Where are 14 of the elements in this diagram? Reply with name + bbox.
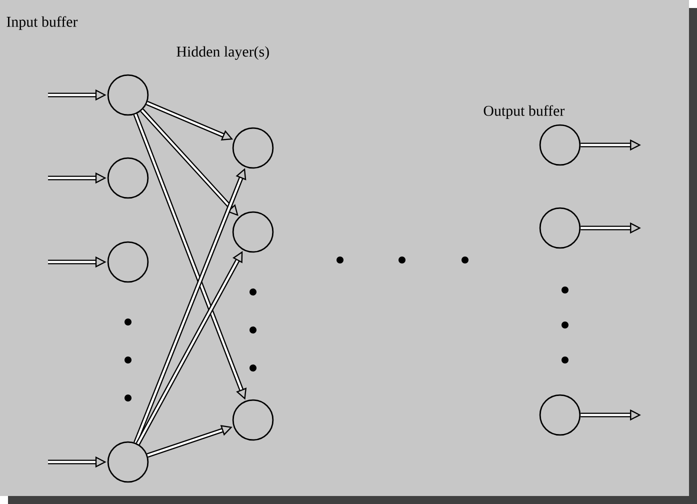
neuron-circle [107,241,149,283]
neuron-circle [232,127,274,169]
arrow [140,108,238,216]
layer-label: Output buffer [484,105,565,119]
neuron-circle [107,74,149,116]
neuron-circle [232,211,274,253]
neuron-circle [539,124,581,166]
layer-label: Input buffer [6,16,78,30]
layer-label: Hidden layer(s) [176,46,269,60]
neuron-circle [107,441,149,483]
neuron-circle [539,207,581,249]
neuron-circle [107,157,149,199]
neuron-circle [232,399,274,441]
neuron-circle [539,394,581,436]
